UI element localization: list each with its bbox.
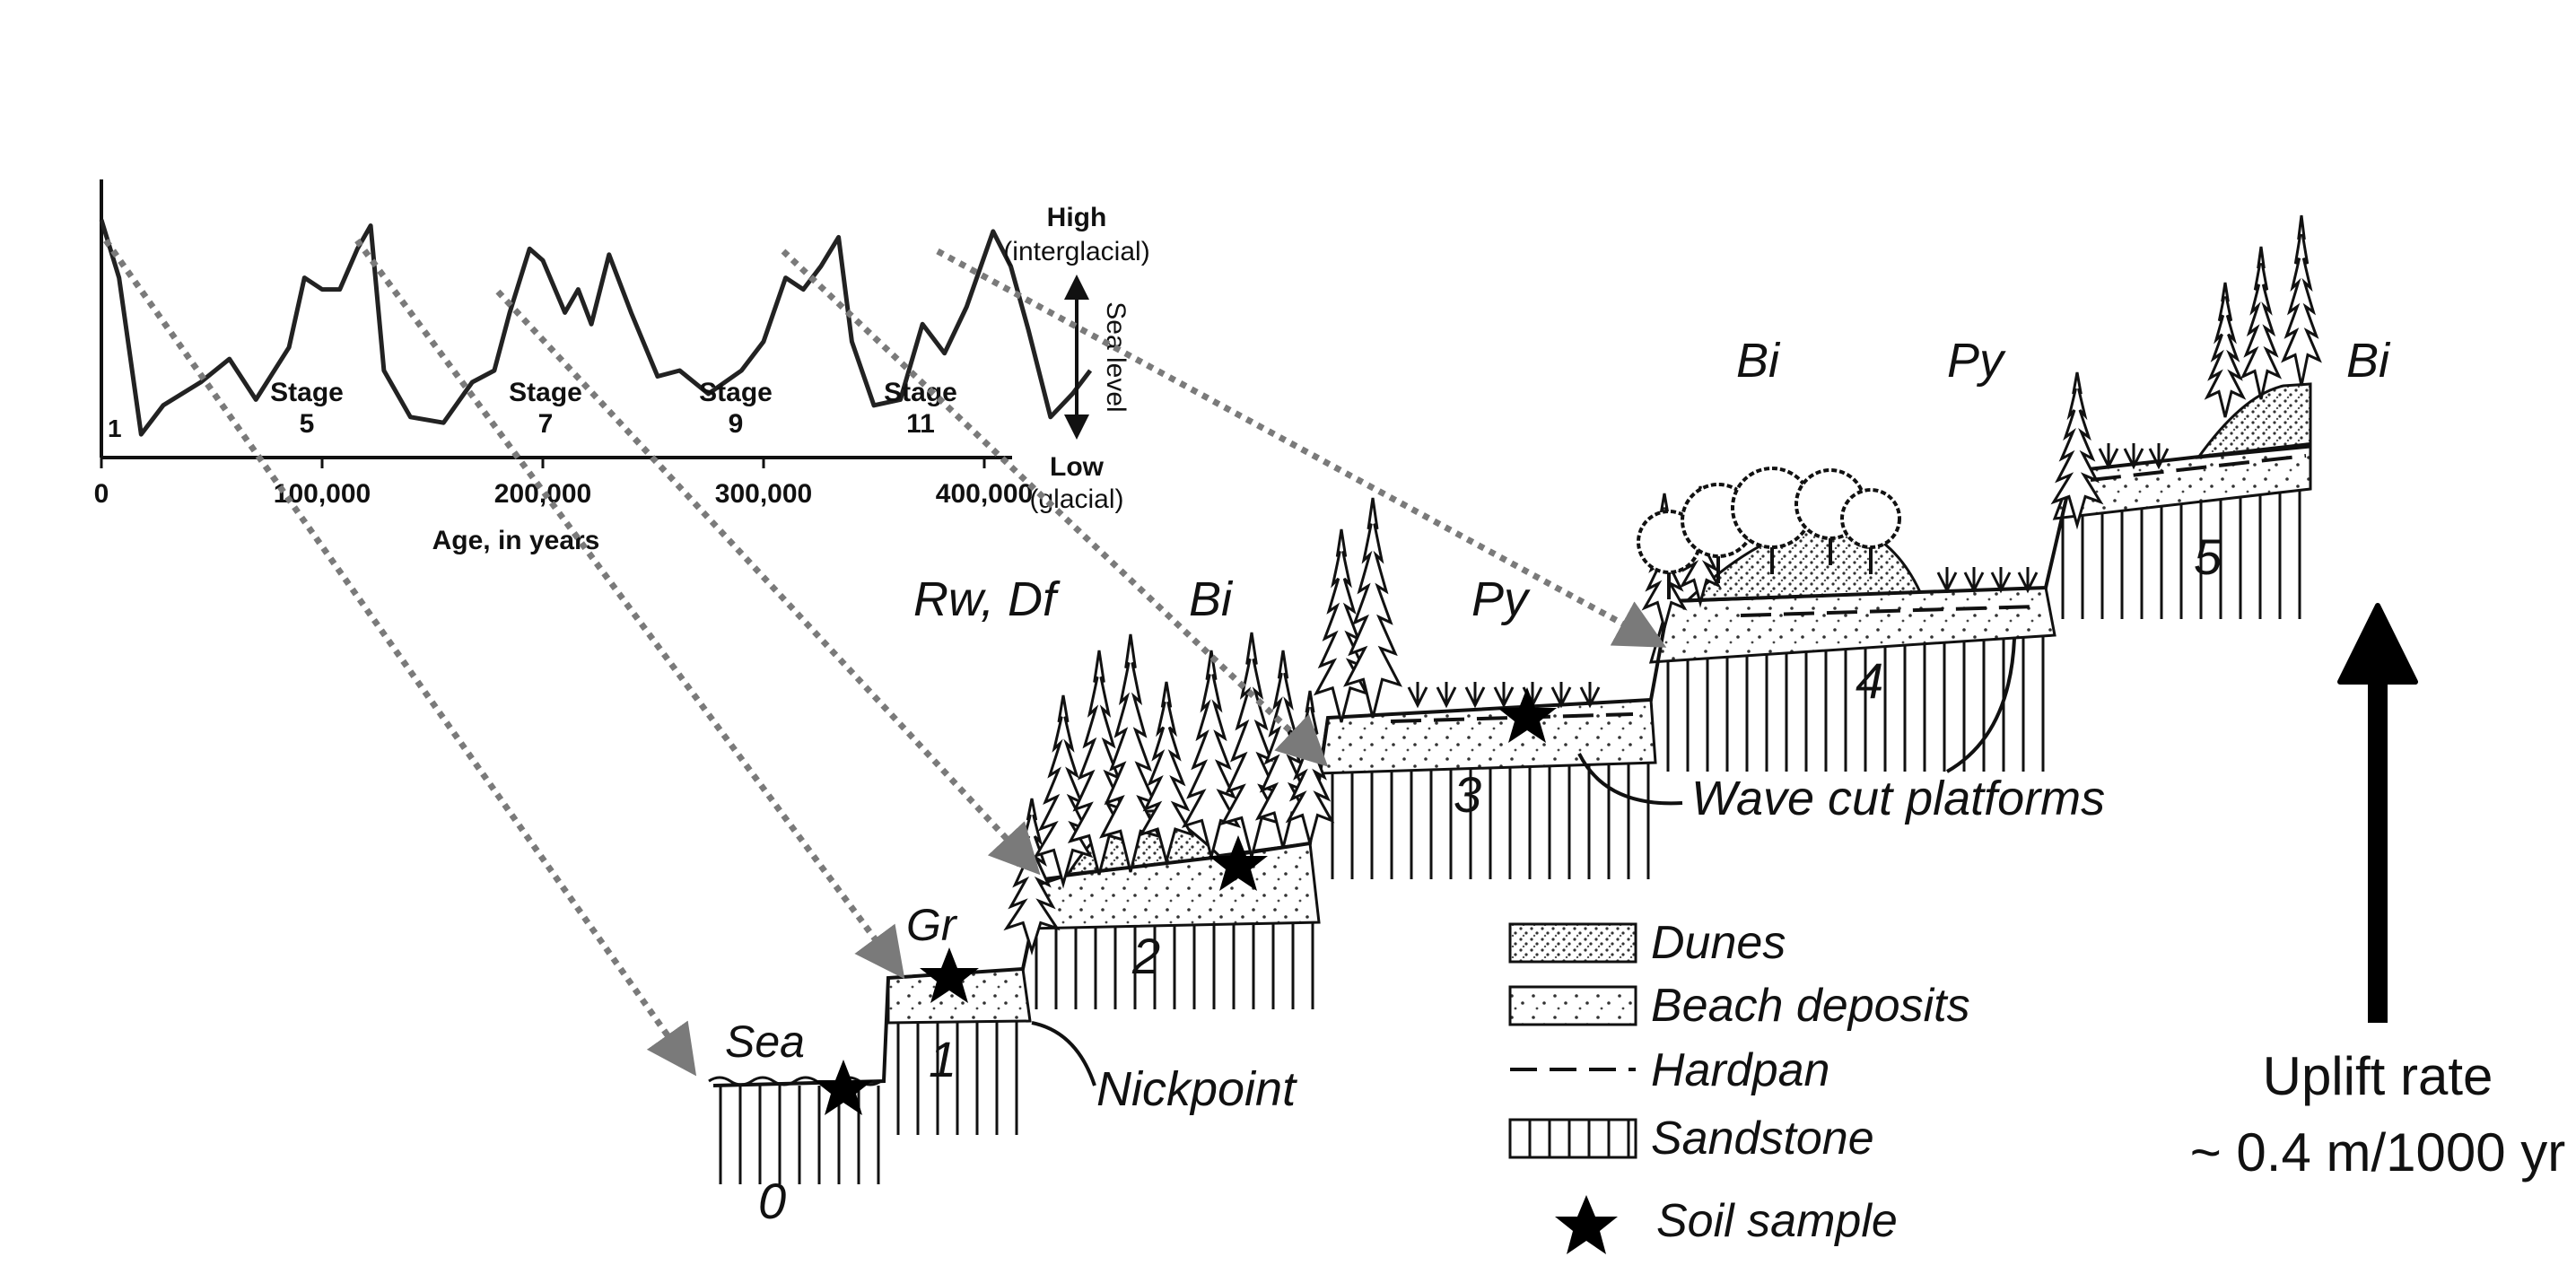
conifer-tree [1184, 650, 1238, 857]
pine-tree [2283, 215, 2319, 386]
uplift-rate-value: ~ 0.4 m/1000 yr [2190, 1122, 2566, 1182]
y-high-label: High [1047, 203, 1107, 232]
pygmy-shrub [1409, 682, 1427, 705]
stage-7-label: Stage 7 [509, 378, 582, 439]
legend-label-hardpan: Hardpan [1651, 1044, 1829, 1096]
pygmy-shrub [2100, 443, 2118, 467]
arrow-stage-9-to-terrace-3 [783, 251, 1319, 758]
label-pygmy-terrace-3: Py [1471, 572, 1531, 626]
label-grassland: Gr [906, 900, 958, 950]
label-sea: Sea [725, 1017, 805, 1067]
legend-swatch-dunes [1510, 924, 1636, 962]
y-axis-double-arrow [1064, 275, 1089, 440]
correlation-arrows [106, 240, 1655, 1066]
conifer-tree [1316, 529, 1367, 722]
sandstone-terrace-0 [713, 1086, 884, 1184]
y-high-sublabel: (interglacial) [1003, 237, 1149, 266]
legend-label-soil-sample: Soil sample [1656, 1195, 1898, 1247]
y-low-sublabel: (glacial) [1029, 484, 1123, 514]
terrace-number-3: 3 [1454, 766, 1481, 823]
terrace-number-2: 2 [1131, 928, 1160, 984]
stage-5-label: Stage 5 [270, 378, 344, 439]
terrace-profile: 0 1 2 3 4 5 Sea Gr Rw, Df Bi Py Bi Py Bi… [709, 215, 2391, 1229]
pygmy-shrub [1552, 682, 1570, 705]
pygmy-shrub [1437, 682, 1455, 705]
legend-label-dunes: Dunes [1651, 917, 1786, 969]
sandstone-terrace-2 [1023, 920, 1319, 1009]
bishop-pine-crown [1842, 490, 1899, 547]
y-low-label: Low [1050, 452, 1105, 482]
svg-text:Stage: Stage [699, 378, 773, 407]
pygmy-shrub [1466, 682, 1484, 705]
pine-tree [2207, 283, 2243, 417]
svg-text:Stage: Stage [509, 378, 582, 407]
nickpoint-leader [1032, 1023, 1095, 1086]
pygmy-shrub [1495, 682, 1513, 705]
terrace-number-4: 4 [1856, 652, 1883, 709]
x-axis-title: Age, in years [432, 526, 600, 555]
terrace-number-1: 1 [929, 1031, 956, 1087]
pygmy-shrub [1965, 567, 1983, 590]
terrace-number-0: 0 [758, 1173, 786, 1229]
arrow-stage-5-to-terrace-1 [357, 240, 897, 969]
x-tick-label: 300,000 [715, 479, 812, 509]
uplift-indicator: Uplift rate ~ 0.4 m/1000 yr [2190, 606, 2566, 1182]
label-wave-cut-platforms: Wave cut platforms [1691, 772, 2105, 825]
svg-text:5: 5 [300, 409, 315, 439]
svg-text:7: 7 [538, 409, 554, 439]
label-redwood-douglas-fir: Rw, Df [913, 572, 1061, 626]
legend-swatch-beach [1510, 987, 1636, 1025]
beach-deposits-3 [1319, 700, 1655, 773]
legend-label-sandstone: Sandstone [1651, 1113, 1874, 1165]
chart-x-ticks: 0100,000200,000300,000400,000 [94, 458, 1034, 509]
x-tick-label: 100,000 [274, 479, 371, 509]
label-pygmy-terrace-4: Py [1947, 334, 2006, 388]
svg-text:11: 11 [906, 409, 935, 439]
legend-label-beach: Beach deposits [1651, 980, 1970, 1032]
stage-1-label: 1 [108, 414, 122, 442]
x-tick-label: 0 [94, 479, 109, 509]
stage-9-label: Stage 9 [699, 378, 773, 439]
x-tick-label: 400,000 [936, 479, 1033, 509]
sea-level-chart: 0100,000200,000300,000400,000 1 Stage 5 … [94, 179, 1150, 555]
legend-swatch-sandstone [1510, 1120, 1636, 1157]
svg-text:Stage: Stage [270, 378, 344, 407]
legend: Dunes Beach deposits Hardpan Sandstone S… [1510, 917, 1970, 1254]
uplift-arrow-head [2340, 606, 2415, 682]
svg-text:9: 9 [729, 409, 744, 439]
arrow-stage-1-to-terrace-0 [106, 240, 689, 1066]
label-bishop-pine-terrace-2: Bi [1189, 572, 1234, 626]
label-bishop-pine-terrace-5: Bi [2346, 334, 2391, 388]
legend-swatch-soil-sample [1555, 1195, 1618, 1254]
label-bishop-pine-terrace-4: Bi [1736, 334, 1781, 388]
sandstone-terrace-3 [1319, 758, 1651, 879]
pygmy-shrub [1938, 567, 1956, 590]
pygmy-shrub [1992, 567, 2010, 590]
uplift-rate-label: Uplift rate [2263, 1046, 2493, 1106]
pine-tree [2243, 247, 2279, 399]
terrace-number-5: 5 [2194, 528, 2222, 585]
label-nickpoint: Nickpoint [1096, 1062, 1297, 1116]
